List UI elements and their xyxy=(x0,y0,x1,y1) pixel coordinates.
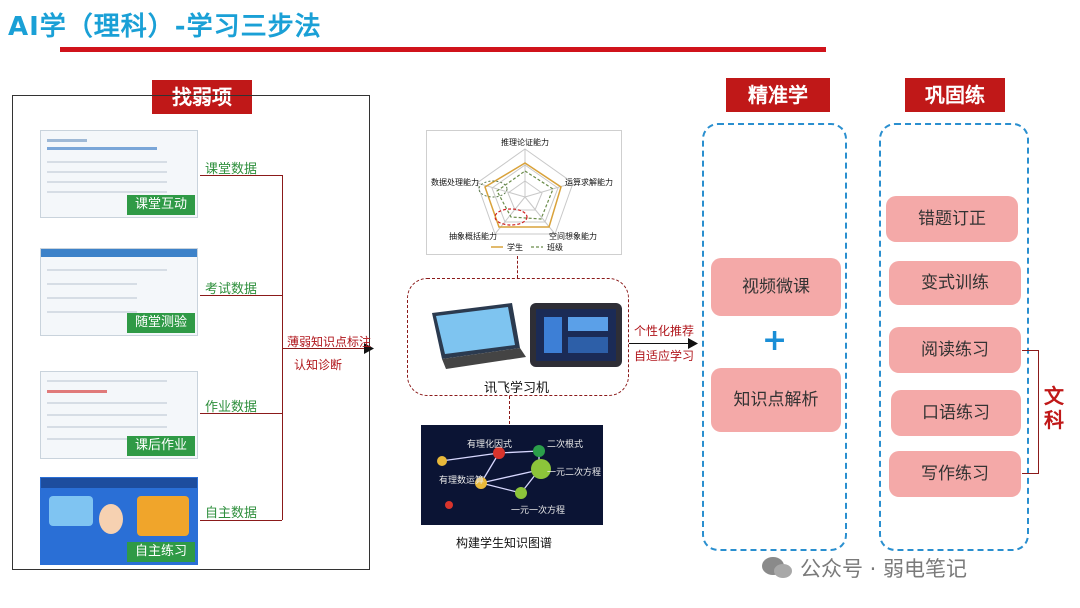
radar-axis-label: 空间想象能力 xyxy=(549,231,597,242)
quiz-button[interactable]: 随堂测验 xyxy=(127,313,195,333)
classroom-interaction-button[interactable]: 课堂互动 xyxy=(127,195,195,215)
self-practice-screenshot: 自主练习 xyxy=(40,477,198,565)
title-underline xyxy=(60,47,826,52)
graph-node xyxy=(437,456,447,466)
plus-icon: + xyxy=(762,323,787,358)
homework-screenshot: 课后作业 xyxy=(40,371,198,459)
radar-legend-class: 班级 xyxy=(547,242,563,253)
liberal-arts-label: 文科 xyxy=(1044,384,1066,432)
bracket-line xyxy=(1022,350,1039,351)
self-data-label: 自主数据 xyxy=(205,502,257,521)
speaking-practice-card[interactable]: 口语练习 xyxy=(891,390,1021,436)
knowledge-graph: 有理化因式 二次根式 有理数运算 一元二次方程 一元一次方程 xyxy=(421,425,603,525)
radar-axis-label: 数据处理能力 xyxy=(431,177,479,188)
device-caption: 讯飞学习机 xyxy=(484,377,549,396)
video-lesson-card[interactable]: 视频微课 xyxy=(711,258,841,316)
writing-practice-card[interactable]: 写作练习 xyxy=(889,451,1021,497)
learning-device-icon xyxy=(422,293,642,383)
reading-practice-card[interactable]: 阅读练习 xyxy=(889,327,1021,373)
personalized-label: 个性化推荐 xyxy=(634,322,694,339)
cognitive-diagnosis-label: 认知诊断 xyxy=(294,356,342,373)
connector-line xyxy=(200,175,282,176)
mistake-correction-card[interactable]: 错题订正 xyxy=(886,196,1018,242)
bracket-line xyxy=(1022,473,1039,474)
graph-node-label: 一元二次方程 xyxy=(547,465,601,478)
connector-dotted xyxy=(517,256,518,278)
graph-node-label: 一元一次方程 xyxy=(511,503,565,516)
bracket-line xyxy=(1038,350,1039,474)
knowledge-analysis-card[interactable]: 知识点解析 xyxy=(711,368,841,432)
connector-dotted xyxy=(509,396,510,424)
quiz-screenshot: 随堂测验 xyxy=(40,248,198,336)
self-practice-button[interactable]: 自主练习 xyxy=(127,542,195,562)
graph-node xyxy=(515,487,527,499)
homework-button[interactable]: 课后作业 xyxy=(127,436,195,456)
graph-node-label: 二次根式 xyxy=(547,437,583,450)
radar-axis-label: 推理论证能力 xyxy=(501,137,549,148)
weak-point-label: 薄弱知识点标注 xyxy=(287,333,371,350)
graph-node-label: 有理数运算 xyxy=(439,473,484,486)
graph-caption: 构建学生知识图谱 xyxy=(456,534,552,551)
learning-device-panel: 讯飞学习机 xyxy=(407,278,629,396)
variant-training-card[interactable]: 变式训练 xyxy=(889,261,1021,305)
connector-line xyxy=(200,413,282,414)
radar-axis-label: 运算求解能力 xyxy=(565,177,613,188)
adaptive-label: 自适应学习 xyxy=(634,347,694,364)
header-precise-learn: 精准学 xyxy=(726,78,830,112)
wechat-icon xyxy=(760,555,794,581)
radar-legend-student: 学生 xyxy=(507,242,523,253)
graph-node-label: 有理化因式 xyxy=(467,437,512,450)
classroom-screenshot: 课堂互动 xyxy=(40,130,198,218)
ability-radar-chart: 推理论证能力 运算求解能力 空间想象能力 抽象概括能力 数据处理能力 学生 班级 xyxy=(426,130,622,255)
page-title: AI学（理科）-学习三步法 xyxy=(8,6,322,43)
radar-axis-label: 抽象概括能力 xyxy=(449,231,497,242)
connector-line xyxy=(200,295,282,296)
graph-node xyxy=(533,445,545,457)
watermark-text: 公众号 · 弱电笔记 xyxy=(800,553,967,583)
graph-node xyxy=(445,501,453,509)
connector-line xyxy=(200,520,282,521)
header-consolidate: 巩固练 xyxy=(905,78,1005,112)
recommend-arrow xyxy=(629,343,689,344)
